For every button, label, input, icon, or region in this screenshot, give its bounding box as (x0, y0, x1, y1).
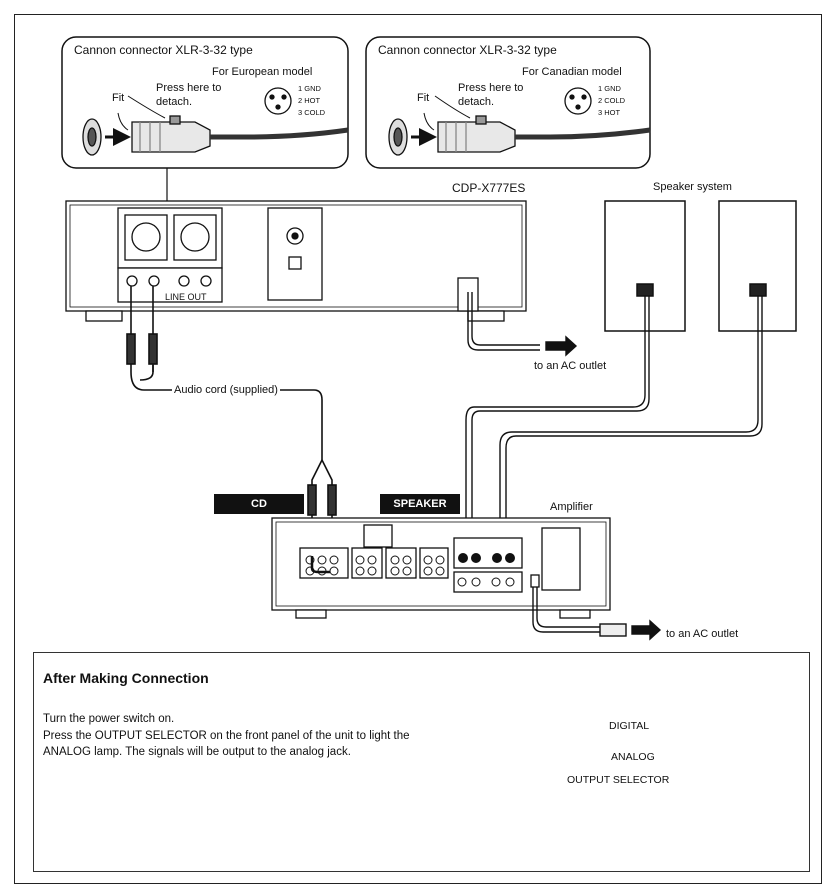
after-connection-line-2: Press the OUTPUT SELECTOR on the front p… (43, 729, 410, 759)
ac-outlet-label-1: to an AC outlet (534, 360, 607, 372)
amplifier-label: Amplifier (550, 501, 593, 513)
connector-ca-title: Cannon connector XLR-3-32 type (378, 43, 557, 57)
digital-lamp-label: DIGITAL (609, 720, 650, 732)
connector-eu-pin-3: 3 COLD (298, 108, 326, 117)
amp-ac-cord (532, 587, 662, 641)
connector-ca-pin-1: 1 GND (598, 84, 621, 93)
connector-eu-pin-1: 1 GND (298, 84, 321, 93)
after-connection-line-1: Turn the power switch on. (43, 713, 175, 725)
page-frame (14, 14, 822, 884)
connector-ca-model: For Canadian model (522, 66, 622, 78)
xlr-plug-european-icon (82, 87, 349, 156)
connector-ca-press: Press here to (458, 82, 524, 94)
cd-ac-cord (467, 292, 578, 357)
audio-cord-label: Audio cord (supplied) (172, 384, 280, 398)
xlr-plug-canadian-icon (388, 87, 651, 156)
connector-eu-detach: detach. (156, 96, 193, 108)
connector-eu-press: Press here to (156, 82, 222, 94)
after-connection-text: Turn the power switch on. Press the OUTP… (43, 711, 423, 761)
ac-outlet-label-2: to an AC outlet (666, 628, 739, 640)
speaker-system-label: Speaker system (653, 181, 732, 193)
analog-lamp-label: ANALOG (611, 751, 655, 763)
connector-eu-title: Cannon connector XLR-3-32 type (74, 43, 253, 57)
cd-tag: CD (214, 494, 304, 514)
connector-ca-fit: Fit (417, 92, 430, 104)
speaker-cables (465, 296, 763, 555)
cd-player-name: CDP-X777ES (452, 181, 526, 195)
connector-ca-pin-2: 2 COLD (598, 96, 626, 105)
connector-eu-fit: Fit (112, 92, 125, 104)
after-connection-title: After Making Connection (43, 670, 209, 686)
speaker-tag: SPEAKER (380, 494, 460, 514)
connector-eu-model: For European model (212, 66, 313, 78)
output-selector-label: OUTPUT SELECTOR (567, 774, 670, 786)
cd-player-rear-panel (65, 200, 527, 322)
connector-eu-pin-2: 2 HOT (298, 96, 321, 105)
amplifier-jacks (305, 553, 515, 587)
connector-ca-pin-3: 3 HOT (598, 108, 621, 117)
connector-ca-detach: detach. (458, 96, 495, 108)
line-out-label: LINE OUT (165, 292, 207, 302)
amplifier-rear-panel (271, 517, 611, 619)
after-connection-box: After Making Connection Turn the power s… (33, 652, 810, 872)
